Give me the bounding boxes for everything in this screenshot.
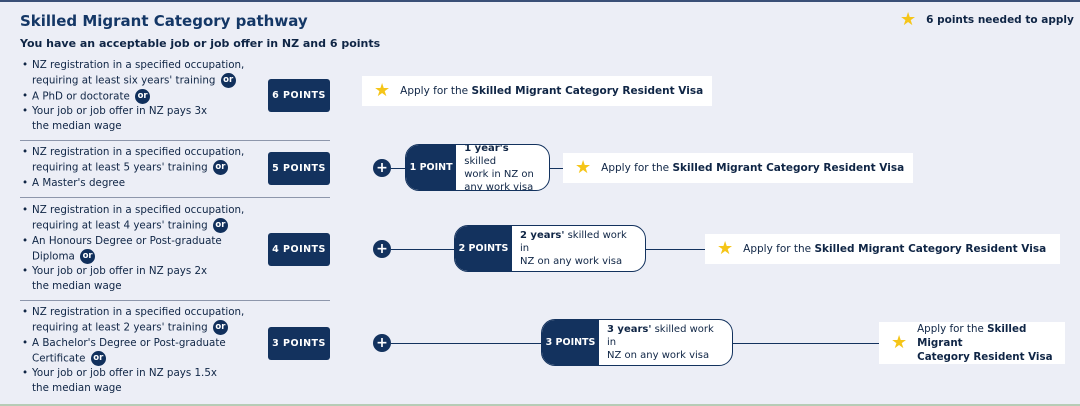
criteria-item: NZ registration in a specified occupatio… bbox=[22, 305, 244, 336]
criteria-item: A Bachelor's Degree or Post-graduate Cer… bbox=[22, 336, 244, 367]
plus-icon: + bbox=[373, 334, 391, 352]
points-badge-3: 3 POINTS bbox=[268, 327, 330, 360]
apply-box: ★ Apply for the Skilled Migrant Category… bbox=[563, 153, 913, 183]
criteria-item: Your job or job offer in NZ pays 1.5x th… bbox=[22, 366, 244, 396]
page-subtitle: You have an acceptable job or job offer … bbox=[20, 37, 381, 50]
criteria-item: NZ registration in a specified occupatio… bbox=[22, 145, 244, 176]
legend: ★ 6 points needed to apply bbox=[900, 11, 1074, 29]
star-icon: ★ bbox=[891, 332, 908, 353]
star-icon: ★ bbox=[575, 157, 592, 178]
star-icon: ★ bbox=[374, 80, 391, 101]
plus-icon: + bbox=[373, 240, 391, 258]
connector-line bbox=[391, 343, 542, 344]
criteria-item: A Master's degree bbox=[22, 176, 244, 191]
criteria-item: Your job or job offer in NZ pays 3x the … bbox=[22, 104, 244, 134]
star-icon: ★ bbox=[717, 238, 734, 259]
criteria-item: NZ registration in a specified occupatio… bbox=[22, 58, 244, 89]
or-badge: or bbox=[212, 320, 228, 335]
criteria-list-3-points: NZ registration in a specified occupatio… bbox=[22, 305, 244, 396]
connector-line bbox=[733, 343, 880, 344]
connector-line bbox=[550, 168, 564, 169]
criteria-item: Your job or job offer in NZ pays 2x the … bbox=[22, 264, 244, 294]
or-badge: or bbox=[212, 218, 228, 233]
points-badge-6: 6 POINTS bbox=[268, 79, 330, 112]
bottom-border bbox=[0, 404, 1080, 406]
or-badge: or bbox=[80, 248, 96, 264]
criteria-list-5-points: NZ registration in a specified occupatio… bbox=[22, 145, 244, 191]
legend-text: 6 points needed to apply bbox=[926, 14, 1074, 26]
or-badge: or bbox=[135, 88, 151, 104]
work-points-label: 2 POINTS bbox=[455, 226, 512, 271]
connector-line bbox=[391, 249, 455, 250]
work-points-label: 1 POINT bbox=[406, 145, 457, 190]
criteria-item: NZ registration in a specified occupatio… bbox=[22, 203, 244, 234]
or-badge: or bbox=[220, 73, 236, 88]
top-border bbox=[0, 0, 1080, 2]
points-badge-5: 5 POINTS bbox=[268, 152, 330, 185]
criteria-list-4-points: NZ registration in a specified occupatio… bbox=[22, 203, 244, 294]
work-points-label: 3 POINTS bbox=[542, 320, 599, 365]
row-divider bbox=[20, 140, 330, 141]
row-divider bbox=[20, 300, 330, 301]
or-badge: or bbox=[212, 160, 228, 175]
connector-line bbox=[391, 168, 407, 169]
connector-line bbox=[646, 249, 706, 250]
criteria-list-6-points: NZ registration in a specified occupatio… bbox=[22, 58, 244, 134]
or-badge: or bbox=[90, 350, 106, 366]
apply-box: ★ Apply for the Skilled Migrant Category… bbox=[705, 234, 1060, 264]
criteria-item: An Honours Degree or Post-graduate Diplo… bbox=[22, 234, 244, 265]
row-divider bbox=[20, 197, 330, 198]
plus-icon: + bbox=[373, 159, 391, 177]
points-badge-4: 4 POINTS bbox=[268, 233, 330, 266]
apply-box: ★ Apply for the Skilled Migrant Category… bbox=[362, 76, 712, 106]
star-icon: ★ bbox=[900, 9, 917, 30]
criteria-item: A PhD or doctorate or bbox=[22, 88, 244, 105]
page-title: Skilled Migrant Category pathway bbox=[20, 12, 308, 30]
